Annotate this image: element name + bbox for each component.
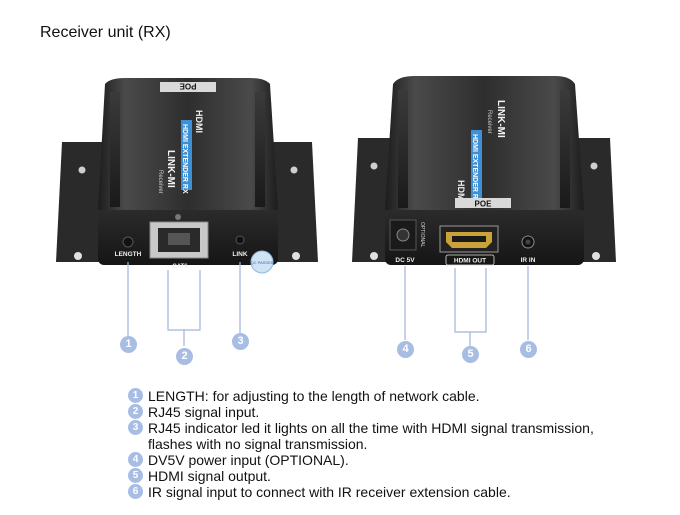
callout-line-2 [167, 270, 201, 331]
dc-label: DC 5V [395, 257, 415, 264]
right-model-bar [471, 130, 482, 200]
cat6-label: CAT6 [172, 264, 188, 270]
legend-text: RJ45 signal input. [148, 404, 260, 420]
right-model-hdmi: HDMI [456, 180, 466, 203]
link-label: LINK [232, 251, 247, 258]
left-model-hdmi: HDMI [194, 110, 204, 133]
callout-marker-3: 3 [232, 333, 249, 350]
callout-marker-4: 4 [397, 341, 414, 358]
ir-jack-hole [525, 239, 531, 245]
left-face-screw [175, 214, 181, 220]
left-fin [255, 92, 265, 207]
right-flange-screw-hole [370, 162, 378, 170]
legend-item: 4 DV5V power input (OPTIONAL). [128, 452, 648, 468]
left-flange-screw-hole [290, 166, 298, 174]
left-fin [110, 92, 120, 207]
legend-text: DV5V power input (OPTIONAL). [148, 452, 349, 468]
right-bottom-label: POE [475, 200, 493, 209]
legend-item: 3 RJ45 indicator led it lights on all th… [128, 420, 648, 452]
right-bottom-strip [455, 198, 511, 208]
right-flange-screw-hole [370, 252, 378, 260]
legend-text-continued: flashes with no signal transmission. [148, 436, 368, 452]
legend-marker: 2 [128, 404, 143, 419]
callout-line-5 [454, 268, 487, 333]
left-brand: LINK-MI [165, 150, 176, 188]
legend-marker: 6 [128, 484, 143, 499]
left-top-strip [160, 82, 216, 92]
right-brand: LINK-MI [495, 100, 506, 138]
right-unit: LINK-MI Receiver HDMI EXTENDER RX HDMI P… [352, 76, 616, 266]
legend-item: 5 HDMI signal output. [128, 468, 648, 484]
callout-marker-6: 6 [520, 341, 537, 358]
legend-text: RJ45 indicator led it lights on all the … [148, 420, 594, 436]
hdmi-out-badge [445, 254, 495, 266]
left-flange-screw-hole [292, 252, 300, 260]
hdmi-port-inner [452, 236, 486, 242]
legend-marker: 1 [128, 388, 143, 403]
right-flange-screw-hole [592, 252, 600, 260]
legend: 1 LENGTH: for adjusting to the length of… [128, 388, 648, 500]
left-flange-screw-hole [78, 166, 86, 174]
left-model-bar [181, 120, 192, 190]
ir-label: IR IN [521, 257, 536, 264]
callout-marker-5: 5 [462, 346, 479, 363]
hdmi-out-label: HDMI OUT [454, 258, 486, 265]
length-label: LENGTH [115, 251, 142, 258]
qc-sticker [250, 250, 274, 274]
legend-item: 1 LENGTH: for adjusting to the length of… [128, 388, 648, 404]
legend-item: 2 RJ45 signal input. [128, 404, 648, 420]
link-led [235, 235, 245, 245]
right-model-text: HDMI EXTENDER RX [471, 134, 478, 204]
left-flange-screw-hole [74, 252, 82, 260]
rj45-socket-inner [168, 233, 190, 245]
length-button [122, 236, 134, 248]
optional-label: OPTIONAL [419, 222, 425, 248]
callout-marker-1: 1 [120, 336, 137, 353]
legend-item: 6 IR signal input to connect with IR rec… [128, 484, 648, 500]
left-model-text: HDMI EXTENDER RX [181, 124, 188, 194]
callout-lines [127, 262, 529, 346]
left-subtext: Receiver [157, 170, 163, 194]
legend-text: LENGTH: for adjusting to the length of n… [148, 388, 480, 404]
right-subtext: Receiver [486, 110, 492, 134]
left-unit: POE HDMI HDMI EXTENDER RX LINK-MI Receiv… [56, 78, 318, 274]
page-title: Receiver unit (RX) [40, 24, 171, 41]
right-flange-screw-hole [590, 162, 598, 170]
legend-marker: 3 [128, 420, 143, 435]
legend-marker: 4 [128, 452, 143, 467]
right-fin [398, 90, 408, 208]
dc-jack-pin [396, 228, 410, 242]
left-top-label: POE [179, 82, 197, 91]
right-body [385, 76, 584, 210]
legend-text: IR signal input to connect with IR recei… [148, 484, 511, 500]
legend-marker: 5 [128, 468, 143, 483]
callout-marker-2: 2 [176, 348, 193, 365]
legend-text: HDMI signal output. [148, 468, 271, 484]
qc-sticker-text: QC PASSED [250, 260, 273, 265]
right-fin [560, 90, 570, 208]
